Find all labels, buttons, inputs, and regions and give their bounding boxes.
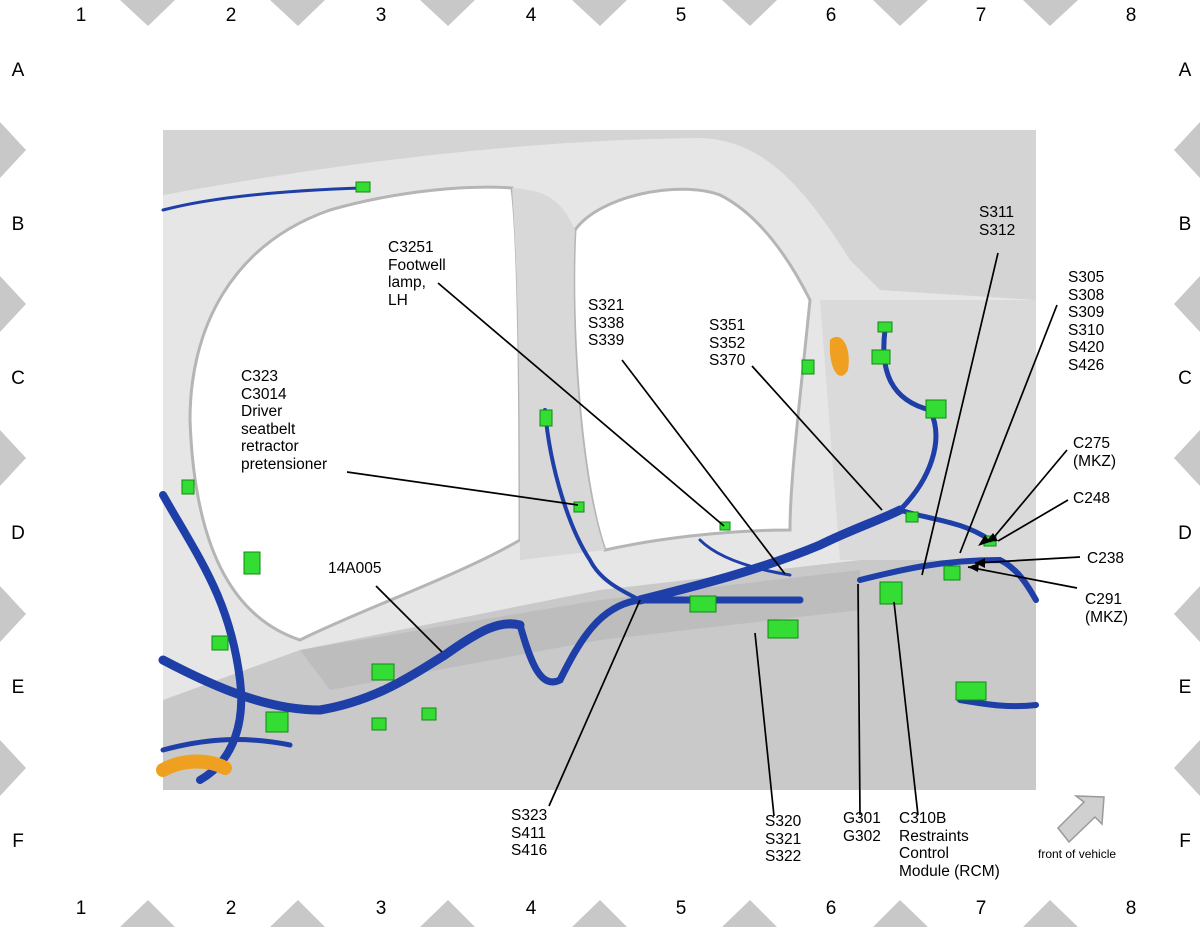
front-of-vehicle-label: front of vehicle	[1038, 847, 1117, 861]
callout-c323-seatbelt-pretensioner: C323 C3014 Driver seatbelt retractor pre…	[241, 368, 328, 473]
grid-col-1-bottom: 1	[75, 898, 87, 919]
grid-row-a-left: A	[11, 60, 25, 81]
grid-row-d-left: D	[11, 523, 25, 544]
callout-g301-g302: G301 G302	[843, 810, 881, 845]
grid-col-5-top: 5	[675, 5, 687, 26]
orange-conduit	[156, 754, 232, 777]
grid-col-4-top: 4	[525, 5, 537, 26]
grid-col-6-top: 6	[825, 5, 837, 26]
callout-s311-s312: S311 S312	[979, 204, 1016, 239]
grid-row-b-right: B	[1178, 214, 1192, 235]
grid-col-1-top: 1	[75, 5, 87, 26]
grid-col-5-bottom: 5	[675, 898, 687, 919]
callout-s305-group: S305 S308 S309 S310 S420 S426	[1068, 269, 1105, 374]
leader-arrowheads	[968, 533, 998, 572]
connectors	[181, 181, 997, 733]
grid-row-e-left: E	[11, 677, 25, 698]
grid-row-a-right: A	[1178, 60, 1192, 81]
grid-col-4-bottom: 4	[525, 898, 537, 919]
grid-row-b-left: B	[11, 214, 25, 235]
grid-row-f-right: F	[1179, 831, 1191, 852]
callout-14a005: 14A005	[328, 560, 382, 577]
grid-col-7-top: 7	[975, 5, 987, 26]
grid-col-2-bottom: 2	[225, 898, 237, 919]
grid-col-3-top: 3	[375, 5, 387, 26]
leader-lines	[346, 252, 1081, 817]
wiring-harness	[158, 186, 1039, 784]
callout-c248: C248	[1073, 490, 1111, 507]
grid-row-d-right: D	[1178, 523, 1192, 544]
callout-c291: C291 (MKZ)	[1085, 591, 1129, 626]
grid-row-c-left: C	[11, 368, 25, 389]
grid-col-3-bottom: 3	[375, 898, 387, 919]
grid-col-8-top: 8	[1125, 5, 1137, 26]
callout-s323-s411-s416: S323 S411 S416	[511, 807, 548, 859]
callout-s321-s338-s339: S321 S338 S339	[588, 297, 625, 349]
grid-row-c-right: C	[1178, 368, 1192, 389]
orange-component	[829, 336, 849, 376]
callout-s320-s321-s322: S320 S321 S322	[765, 813, 802, 865]
callout-c3251: C3251 Footwell lamp, LH	[388, 239, 446, 309]
grid-col-6-bottom: 6	[825, 898, 837, 919]
callout-c310b-rcm: C310B Restraints Control Module (RCM)	[899, 810, 1000, 880]
callout-c275: C275 (MKZ)	[1073, 435, 1117, 470]
front-of-vehicle-arrow-icon	[1056, 795, 1105, 844]
grid-row-e-right: E	[1178, 677, 1192, 698]
callout-c238: C238	[1087, 550, 1125, 567]
grid-row-f-left: F	[12, 831, 24, 852]
grid-col-2-top: 2	[225, 5, 237, 26]
grid-col-8-bottom: 8	[1125, 898, 1137, 919]
callout-s351-s352-s370: S351 S352 S370	[709, 317, 746, 369]
grid-col-7-bottom: 7	[975, 898, 987, 919]
